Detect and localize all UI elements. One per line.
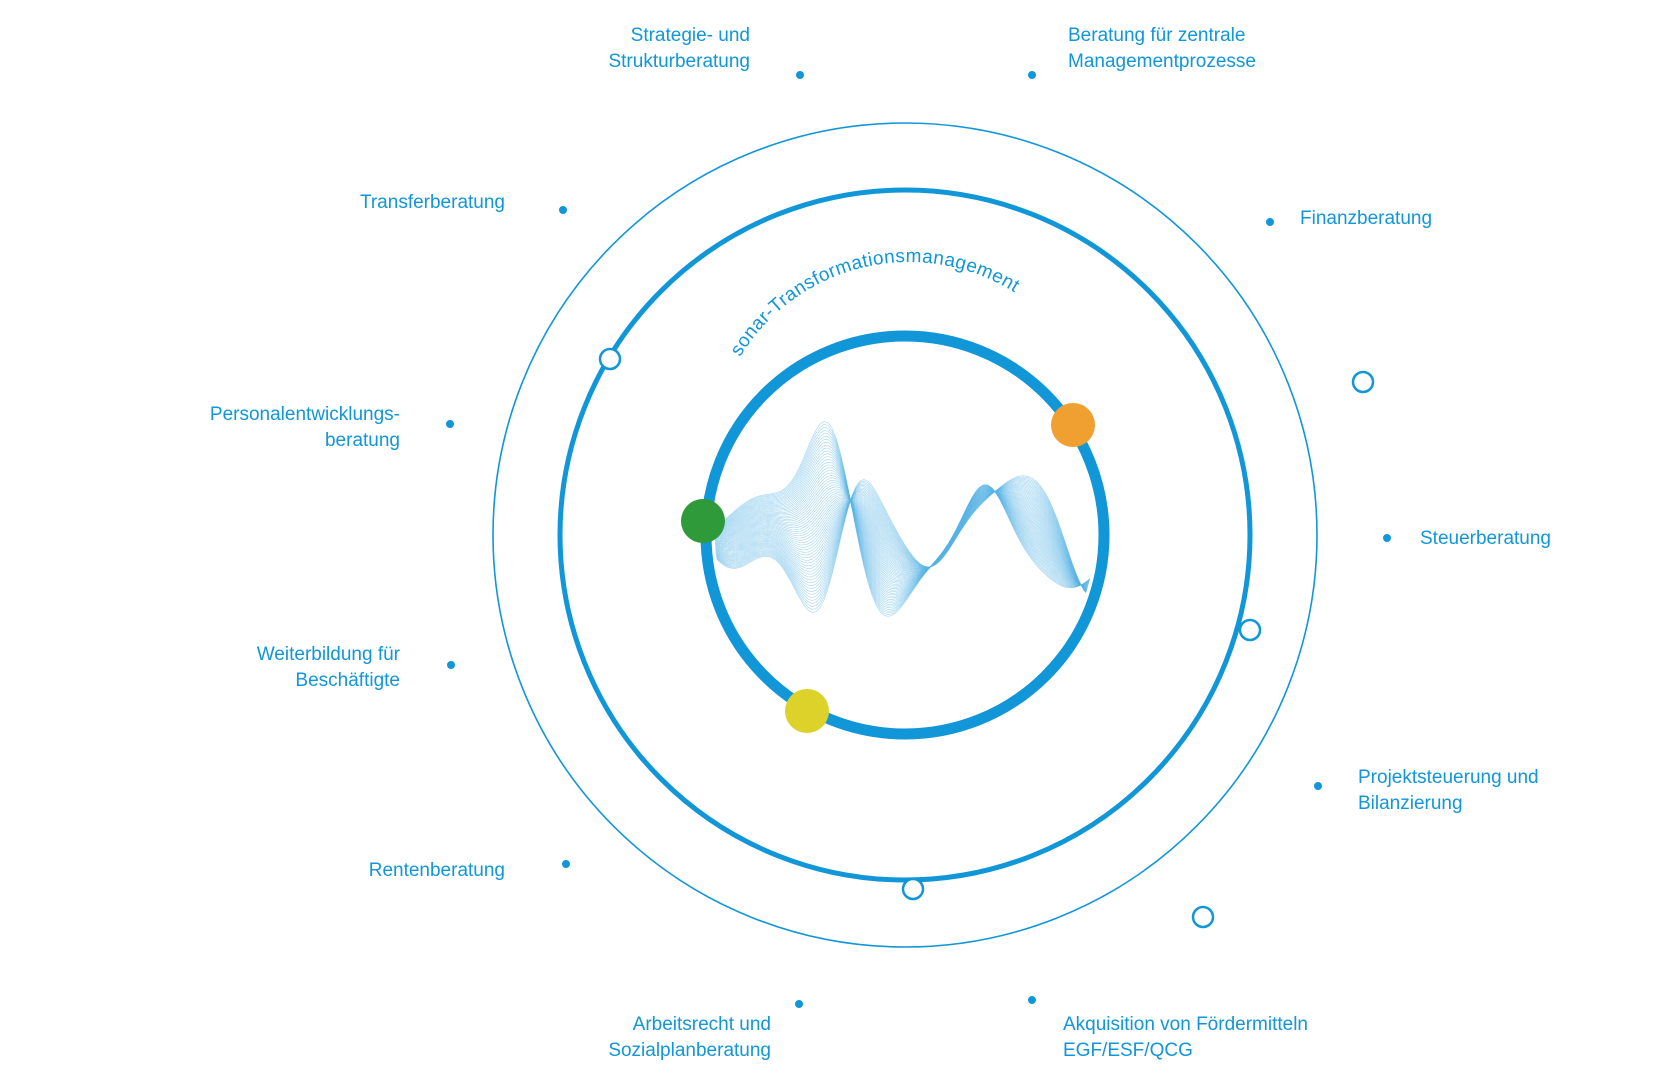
outer-ring [492,122,1318,948]
open-marker-3 [901,877,925,901]
label-weiterbildung: Weiterbildung für Beschäftigte [257,642,400,694]
service-dot-transfer [553,200,573,220]
service-dot-personal [440,414,460,434]
label-personal-line2: beratung [324,430,400,451]
label-personal: Personalentwicklungs- beratung [210,402,400,454]
open-marker-4 [1351,370,1375,394]
label-finanz-line1: Finanzberatung [1300,208,1433,229]
service-dot-strategie [790,65,810,85]
label-arbeitsrecht-line2: Sozialplanberatung [608,1040,771,1061]
label-projekt: Projektsteuerung und Bilanzierung [1358,765,1539,817]
open-marker-1 [598,347,622,371]
label-renten-line1: Rentenberatung [368,860,505,881]
service-dot-projekt [1308,776,1328,796]
wave-graphic [715,421,1095,617]
label-management-line2: Managementprozesse [1068,51,1256,72]
service-dots [440,65,1397,1014]
service-dot-renten [556,854,576,874]
label-akquisition-line2: EGF/ESF/QCG [1063,1040,1193,1061]
marker-orange [1051,403,1095,447]
label-management: Beratung für zentrale Managementprozesse [1068,23,1256,75]
label-strategie-line2: Strukturberatung [608,51,750,72]
service-dot-weiterbildung [441,655,461,675]
label-strategie: Strategie- und Strukturberatung [608,23,750,75]
label-renten: Rentenberatung [369,858,505,884]
middle-ring [557,187,1253,883]
label-arbeitsrecht: Arbeitsrecht und Sozialplanberatung [608,1012,771,1064]
label-akquisition: Akquisition von Fördermitteln EGF/ESF/QC… [1063,1012,1308,1064]
open-marker-5 [1191,905,1215,929]
inner-ring [700,330,1110,740]
service-dot-akquisition [1022,990,1042,1010]
service-dot-management [1022,65,1042,85]
label-transfer: Transferberatung [360,190,505,216]
service-dot-arbeitsrecht [789,994,809,1014]
label-weiterbildung-line1: Weiterbildung für [256,644,400,665]
middle-ring-markers [598,347,1375,929]
label-management-line1: Beratung für zentrale [1068,25,1246,46]
label-personal-line1: Personalentwicklungs- [209,404,400,425]
label-weiterbildung-line2: Beschäftigte [295,670,400,691]
label-steuer: Steuerberatung [1420,526,1551,552]
label-transfer-line1: Transferberatung [359,192,505,213]
marker-yellow [785,689,829,733]
marker-green [681,499,725,543]
label-akquisition-line1: Akquisition von Fördermitteln [1063,1014,1308,1035]
label-finanz: Finanzberatung [1300,206,1432,232]
label-strategie-line1: Strategie- und [630,25,750,46]
open-marker-2 [1238,618,1262,642]
service-dot-steuer [1377,528,1397,548]
label-arbeitsrecht-line1: Arbeitsrecht und [632,1014,771,1035]
label-steuer-line1: Steuerberatung [1420,528,1551,549]
label-projekt-line2: Bilanzierung [1358,793,1463,814]
label-projekt-line1: Projektsteuerung und [1358,767,1539,788]
service-dot-finanz [1260,212,1280,232]
